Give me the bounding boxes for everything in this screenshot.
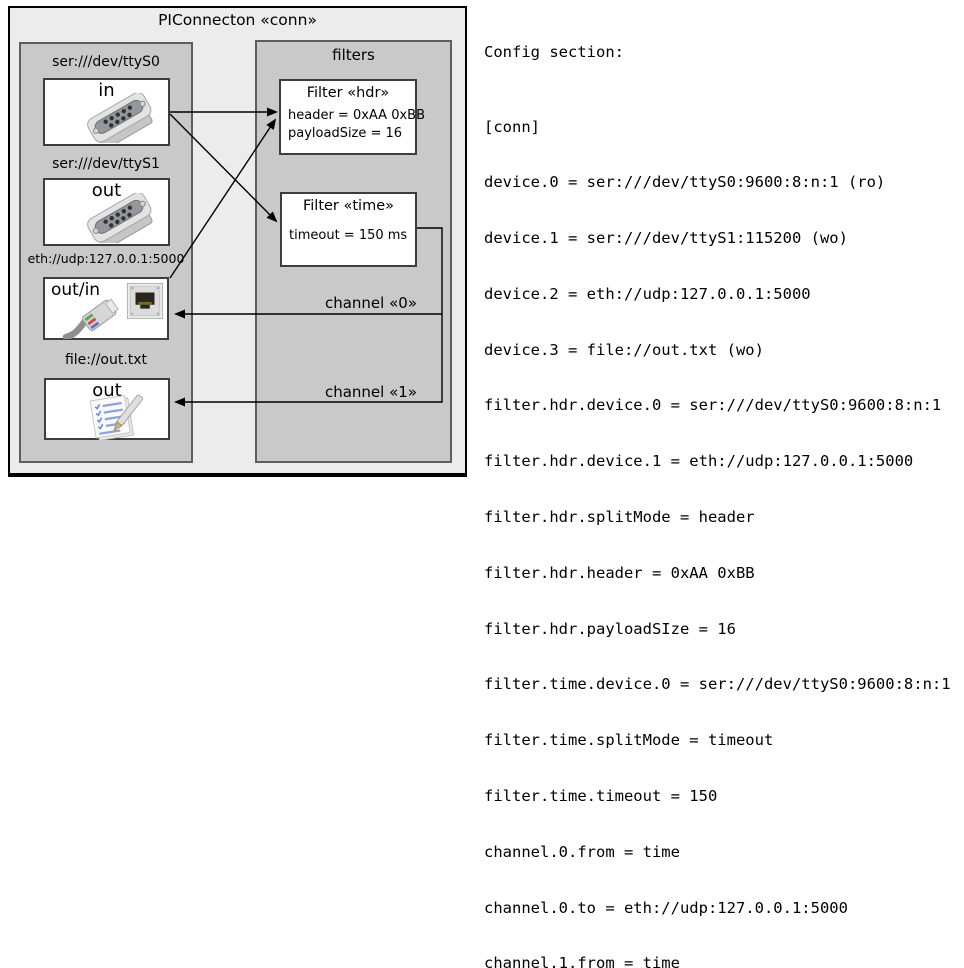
device-direction-label: in xyxy=(98,80,115,101)
filter-box-hdr: Filter «hdr» header = 0xAA 0xBB payloadS… xyxy=(279,79,426,155)
device-direction-label: out/in xyxy=(51,280,101,300)
channel-0-label: channel «0» xyxy=(324,294,417,312)
filter-attribute: header = 0xAA 0xBB xyxy=(288,108,426,123)
device-url-label-ttys1: ser:///dev/ttyS1 xyxy=(52,156,160,172)
config-line: filter.time.timeout = 150 xyxy=(484,786,718,805)
filters-group-title: filters xyxy=(332,46,375,64)
config-line: filter.hdr.header = 0xAA 0xBB xyxy=(484,563,755,582)
config-line: device.2 = eth://udp:127.0.0.1:5000 xyxy=(484,284,811,303)
serial-connector-icon xyxy=(87,93,153,143)
config-line: channel.0.to = eth://udp:127.0.0.1:5000 xyxy=(484,898,848,917)
filters-group: filters Filter «hdr» header = 0xAA 0xBB … xyxy=(255,40,452,463)
config-line: device.3 = file://out.txt (wo) xyxy=(484,340,764,359)
device-url-label-eth: eth://udp:127.0.0.1:5000 xyxy=(27,251,185,266)
connection-container: PIConnecton «conn» ser:///dev/ttyS0 in xyxy=(8,6,467,477)
filter-attribute: timeout = 150 ms xyxy=(289,228,408,243)
device-url-label-ttys0: ser:///dev/ttyS0 xyxy=(52,54,160,70)
device-direction-label: out xyxy=(91,180,122,201)
filter-title: Filter «time» xyxy=(302,198,395,214)
diagram-title: PIConnecton «conn» xyxy=(158,11,317,29)
filter-box-time: Filter «time» timeout = 150 ms xyxy=(280,192,417,267)
config-line: device.1 = ser:///dev/ttyS1:115200 (wo) xyxy=(484,229,848,248)
serial-connector-icon xyxy=(87,193,153,243)
config-line: device.0 = ser:///dev/ttyS0:9600:8:n:1 (… xyxy=(484,173,886,192)
ethernet-connector-icon xyxy=(62,298,119,339)
config-section: Config section: [conn] device.0 = ser://… xyxy=(484,6,951,968)
config-line: [conn] xyxy=(484,117,540,136)
config-line: channel.1.from = time xyxy=(484,954,680,968)
device-box-ttys1: out xyxy=(43,178,170,246)
config-heading: Config section: xyxy=(484,43,624,62)
devices-group: ser:///dev/ttyS0 in xyxy=(19,42,193,463)
filter-attribute: payloadSize = 16 xyxy=(288,126,403,141)
config-line: filter.time.device.0 = ser:///dev/ttyS0:… xyxy=(484,675,951,694)
device-box-ttys0: in xyxy=(43,78,170,146)
config-line: filter.hdr.payloadSIze = 16 xyxy=(484,619,736,638)
config-line: filter.hdr.device.1 = eth://udp:127.0.0.… xyxy=(484,452,914,471)
device-direction-label: out xyxy=(92,380,122,401)
config-line: filter.hdr.device.0 = ser:///dev/ttyS0:9… xyxy=(484,396,942,415)
ethernet-jack-icon xyxy=(126,282,164,320)
device-box-file: out xyxy=(44,378,170,440)
filter-title: Filter «hdr» xyxy=(306,85,390,101)
channel-1-label: channel «1» xyxy=(324,383,417,401)
device-url-label-file: file://out.txt xyxy=(64,352,148,368)
config-line: channel.0.from = time xyxy=(484,842,680,861)
notepad-icon xyxy=(89,394,143,440)
config-line: filter.hdr.splitMode = header xyxy=(484,508,755,527)
device-box-eth: out/in xyxy=(43,277,169,340)
piconnect-figure: PIConnecton «conn» ser:///dev/ttyS0 in xyxy=(8,6,951,968)
config-line: filter.time.splitMode = timeout xyxy=(484,731,774,750)
